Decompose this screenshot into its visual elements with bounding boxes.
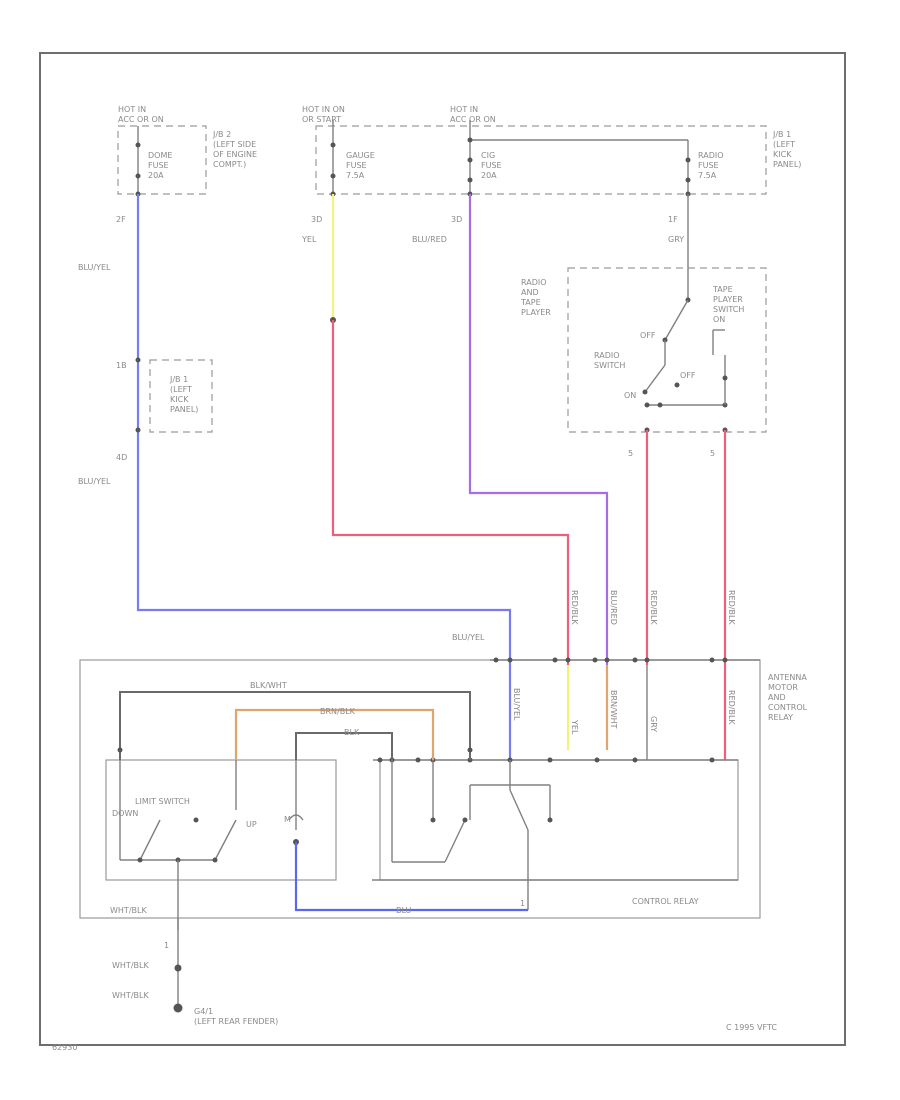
label-wht-blk-1: WHT/BLK	[110, 906, 147, 915]
label-control-relay: CONTROL RELAY	[632, 897, 699, 906]
label-rot-red2: RED/BLK	[570, 590, 579, 625]
label-rot-red: RED/BLK	[727, 690, 736, 725]
wire-blk-internal	[295, 732, 393, 760]
label-rot-red3: RED/BLK	[649, 590, 658, 625]
label-wire-gry: GRY	[668, 235, 684, 244]
label-pin-3d-b: 3D	[451, 215, 462, 224]
label-pin-1f: 1F	[668, 215, 678, 224]
label-rot-gry: GRY	[649, 716, 658, 732]
label-rot-brn-wht: BRN/WHT	[609, 690, 618, 729]
label-pin-3d: 3D	[311, 215, 322, 224]
label-down: DOWN	[112, 809, 138, 818]
label-blu-bottom: BLU	[396, 906, 412, 915]
label-wht-blk-3: WHT/BLK	[112, 991, 149, 1000]
label-pin-5-b: 5	[710, 449, 715, 458]
wire-blu-yel	[136, 194, 512, 760]
label-one-b: 1	[520, 899, 525, 908]
label-off-2: OFF	[680, 371, 696, 380]
label-rot-blu: BLU/RED	[609, 590, 618, 625]
radio-tape-player-box	[567, 267, 767, 433]
antenna-motor-box	[79, 659, 761, 919]
label-fig-id: 62930	[52, 1043, 77, 1052]
junction-box-jb1-mid	[149, 359, 213, 433]
label-wht-blk-2: WHT/BLK	[112, 961, 149, 970]
label-wire-yel: YEL	[301, 235, 317, 244]
label-pin-1b: 1B	[116, 361, 127, 370]
label-wire-blu-yel-3: BLU/YEL	[452, 633, 485, 642]
label-limit-switch: LIMIT SWITCH	[135, 797, 190, 806]
label-pin-5-a: 5	[628, 449, 633, 458]
label-brn-blk: BRN/BLK	[320, 707, 356, 716]
label-wire-blu-yel-2: BLU/YEL	[78, 477, 111, 486]
fuse-box-jb2	[117, 125, 207, 197]
wire-red-gauge	[331, 320, 570, 665]
label-up: UP	[246, 820, 257, 829]
outer-frame	[39, 52, 846, 1046]
label-off-1: OFF	[640, 331, 656, 340]
wire-brn-blk	[234, 708, 435, 760]
label-rot-red4: RED/BLK	[727, 590, 736, 625]
label-pin-4d: 4D	[116, 453, 127, 462]
label-m: M	[284, 815, 291, 824]
label-pin-2f: 2F	[116, 215, 126, 224]
wire-blu	[294, 842, 528, 912]
label-blk: BLK	[344, 728, 360, 737]
label-wire-blu-red: BLU/RED	[412, 235, 447, 244]
label-wire-blu-yel-1: BLU/YEL	[78, 263, 111, 272]
label-ground: G4/1(LEFT REAR FENDER)	[194, 1007, 278, 1026]
wire-blu-red	[468, 194, 609, 665]
label-blk-wht: BLK/WHT	[250, 681, 287, 690]
label-rot-blu-yel: BLU/YEL	[512, 688, 521, 721]
label-on-label: ON	[624, 391, 636, 400]
label-one: 1	[164, 941, 169, 950]
limit-switch-box	[105, 759, 337, 881]
label-copyright: C 1995 VFTC	[726, 1023, 777, 1032]
label-rot-yel: YEL	[570, 719, 579, 735]
fuse-box-jb1-top	[315, 120, 767, 197]
